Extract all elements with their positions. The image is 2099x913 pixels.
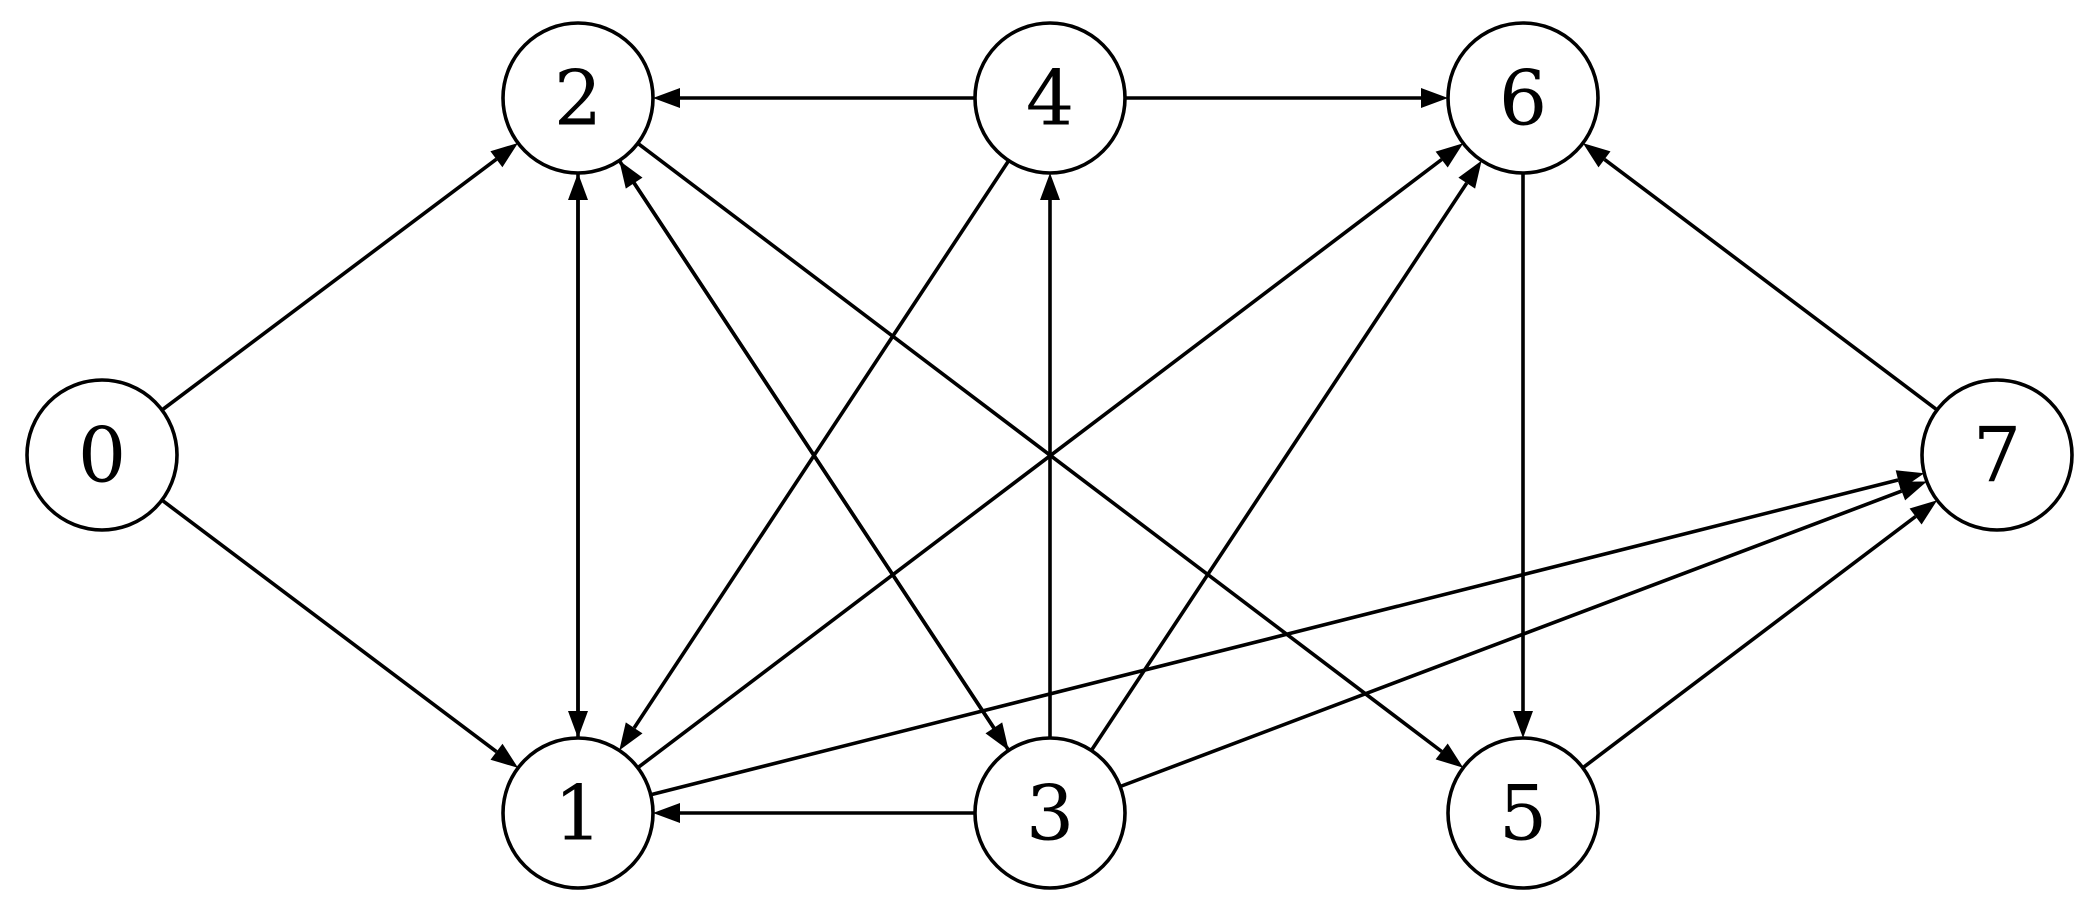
- node-2-label: 2: [554, 54, 602, 143]
- node-6: 6: [1446, 21, 1600, 175]
- node-0-circle: [25, 378, 179, 532]
- node-2: 2: [501, 21, 655, 175]
- node-6-circle: [1446, 21, 1600, 175]
- arrowhead-3-to-7: [1898, 481, 1927, 501]
- edge-5-to-7: [1581, 500, 1938, 770]
- node-5: 5: [1446, 736, 1600, 890]
- arrowhead-2-to-3: [985, 722, 1009, 751]
- node-5-label: 5: [1499, 769, 1547, 858]
- edge-1-to-2: [568, 173, 588, 738]
- node-1-circle: [501, 736, 655, 890]
- node-1-label: 1: [554, 769, 602, 858]
- edge-line-0-to-1: [160, 498, 498, 754]
- arrowhead-7-to-6: [1582, 143, 1611, 168]
- edge-2-to-3: [617, 159, 1009, 751]
- node-5-circle: [1446, 736, 1600, 890]
- node-0: 0: [25, 378, 179, 532]
- node-7: 7: [1920, 378, 2074, 532]
- edge-line-2-to-5: [636, 141, 1443, 753]
- edge-6-to-5: [1513, 173, 1533, 738]
- arrowhead-4-to-2: [653, 88, 680, 108]
- node-6-label: 6: [1499, 54, 1547, 143]
- arrowhead-3-to-6: [1458, 160, 1482, 189]
- edge-line-1-to-6: [636, 158, 1443, 770]
- edge-0-to-1: [160, 498, 519, 768]
- edge-line-2-to-3: [617, 159, 996, 729]
- edge-line-4-to-1: [632, 159, 1011, 729]
- node-3-circle: [973, 736, 1127, 890]
- arrowhead-4-to-1: [619, 722, 643, 751]
- arrowhead-1-to-2: [568, 173, 588, 200]
- arrowhead-0-to-1: [490, 743, 519, 768]
- edge-1-to-7: [650, 470, 1925, 797]
- node-7-circle: [1920, 378, 2074, 532]
- edge-line-0-to-2: [160, 157, 498, 412]
- node-4-label: 4: [1026, 54, 1074, 143]
- edge-4-to-2: [653, 88, 975, 108]
- edge-4-to-6: [1125, 88, 1448, 108]
- edge-line-5-to-7: [1581, 515, 1917, 770]
- edge-4-to-1: [619, 159, 1011, 751]
- arrowhead-5-to-7: [1909, 500, 1938, 525]
- edge-line-3-to-6: [1089, 182, 1469, 752]
- edge-7-to-6: [1582, 143, 1939, 412]
- edge-3-to-7: [1119, 481, 1927, 789]
- edge-3-to-1: [653, 803, 975, 823]
- node-4: 4: [973, 21, 1127, 175]
- edge-3-to-6: [1089, 160, 1482, 752]
- edge-0-to-2: [160, 143, 518, 412]
- edges-layer: [160, 88, 1939, 823]
- nodes-layer: 0 1 2 3 4 5 6 7: [25, 21, 2074, 890]
- edge-2-to-5: [636, 141, 1464, 768]
- arrowhead-6-to-5: [1513, 711, 1533, 738]
- arrowhead-0-to-2: [490, 143, 518, 168]
- arrowhead-1-to-6: [1435, 143, 1464, 168]
- arrowhead-3-to-4: [1040, 173, 1060, 200]
- node-3: 3: [973, 736, 1127, 890]
- edge-3-to-4: [1040, 173, 1060, 738]
- node-2-circle: [501, 21, 655, 175]
- edge-line-7-to-6: [1603, 157, 1939, 412]
- node-7-label: 7: [1973, 411, 2021, 500]
- edge-line-1-to-7: [650, 478, 1899, 797]
- node-4-circle: [973, 21, 1127, 175]
- node-3-label: 3: [1026, 769, 1074, 858]
- edge-line-3-to-7: [1119, 489, 1903, 789]
- node-0-label: 0: [78, 411, 126, 500]
- edge-1-to-6: [636, 143, 1464, 770]
- arrowhead-3-to-1: [653, 803, 680, 823]
- arrowhead-2-to-5: [1435, 743, 1464, 768]
- node-1: 1: [501, 736, 655, 890]
- arrowhead-4-to-6: [1421, 88, 1448, 108]
